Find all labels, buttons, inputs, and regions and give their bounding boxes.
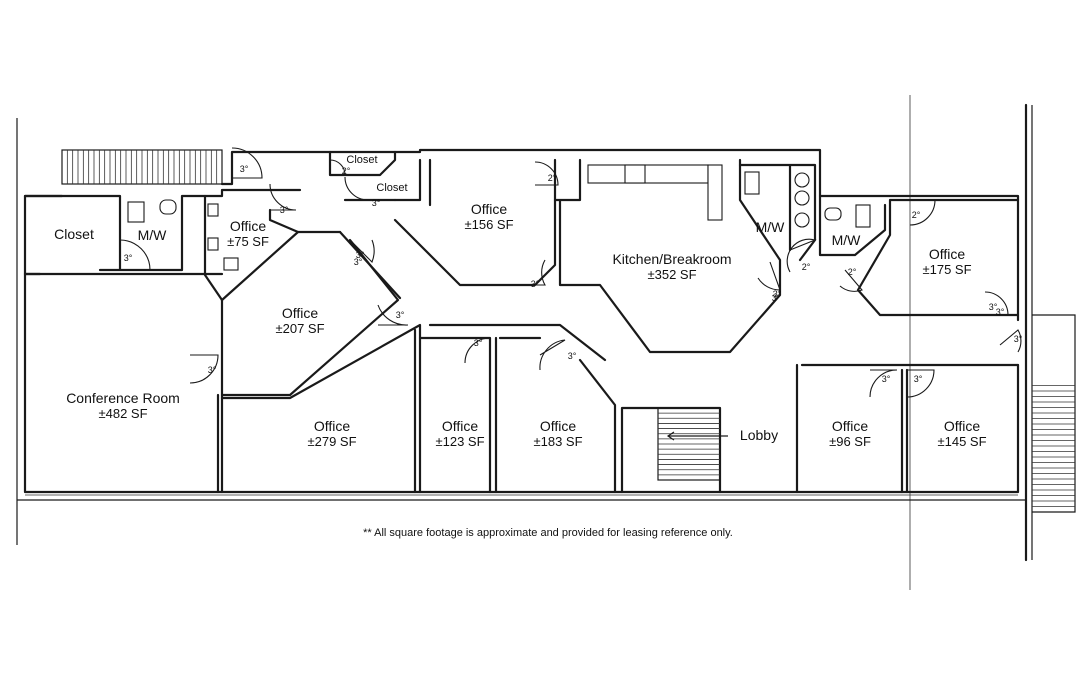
door-width-label: 2° (547, 173, 557, 183)
door-width-label: 3° (567, 351, 577, 361)
lobby-stair (620, 406, 728, 494)
sink-fixture (794, 190, 810, 206)
door-width-label: 3° (395, 310, 405, 320)
door-width-label: 2° (911, 210, 921, 220)
door-width-label: 3° (530, 279, 540, 289)
toilet-fixture (744, 171, 760, 195)
office-123-walls (418, 336, 498, 494)
toilet-fixture (855, 204, 871, 228)
desk-fixture (207, 237, 219, 251)
door-width-label: 3° (473, 338, 483, 348)
room-label-office-75: Office±75 SF (227, 218, 269, 249)
door-width-label: 3° (207, 365, 217, 375)
door-width-label: 2° (847, 267, 857, 277)
sink-fixture (794, 172, 810, 188)
office-96-145-walls (795, 363, 1020, 494)
office-75-walls (203, 188, 302, 302)
door-width-label: 2° (341, 166, 351, 176)
range-fixture (624, 164, 646, 184)
room-label-restroom-center: M/W (755, 219, 785, 235)
room-label-office-96: Office±96 SF (829, 418, 871, 449)
corridor-walls (338, 230, 607, 362)
door-width-label: 3° (988, 302, 998, 312)
conference-room-walls (23, 272, 224, 494)
toilet-fixture (127, 201, 145, 223)
door-width-label: 3° (771, 293, 781, 303)
door-width-label: 3° (772, 289, 782, 299)
room-label-closet-second: Closet (376, 182, 408, 194)
kitchen-counter (587, 164, 709, 184)
sink-fixture (794, 212, 810, 228)
office-207-walls (220, 230, 400, 397)
room-label-office-156: Office±156 SF (464, 201, 514, 232)
room-label-kitchen: Kitchen/Breakroom±352 SF (612, 251, 732, 282)
door-width-label: 3° (881, 374, 891, 384)
door-width-label: 3° (123, 253, 133, 263)
desk-fixture (207, 203, 219, 217)
exterior-stair-right (1032, 314, 1076, 513)
restroom-center-walls (738, 163, 817, 262)
desk-fixture (223, 257, 239, 271)
kitchen-counter-side (707, 164, 723, 221)
sink-fixture (824, 207, 842, 221)
door-width-label: 3° (371, 198, 381, 208)
office-279-walls (220, 323, 422, 494)
room-label-office-123: Office±123 SF (435, 418, 485, 449)
sink-fixture (159, 199, 177, 215)
door-width-label: 3° (279, 205, 289, 215)
restroom-right-walls (818, 194, 887, 257)
closet-left-walls (23, 194, 224, 302)
room-label-office-279: Office±279 SF (307, 418, 357, 449)
exterior-stair-top (61, 149, 223, 185)
room-label-office-145: Office±145 SF (937, 418, 987, 449)
door-swings (119, 147, 1022, 398)
room-label-lobby: Lobby (739, 427, 779, 443)
footnote: ** All square footage is approximate and… (363, 527, 733, 539)
door-width-label: 2° (801, 262, 811, 272)
room-label-office-175: Office±175 SF (922, 246, 972, 277)
room-label-closet: Closet (54, 226, 94, 242)
room-label-restroom-right: M/W (831, 232, 861, 248)
door-width-label: 3° (913, 374, 923, 384)
room-label-office-207: Office±207 SF (275, 305, 325, 336)
office-183-walls (498, 336, 617, 494)
door-width-label: 3° (995, 307, 1005, 317)
door-width-label: 3° (353, 257, 363, 267)
room-label-closet-top: Closet (346, 154, 378, 166)
door-width-label: 3° (1013, 334, 1023, 344)
door-width-label: 3° (239, 164, 249, 174)
door-width-label: 3° (355, 250, 365, 260)
room-label-restroom: M/W (137, 227, 167, 243)
room-label-conference: Conference Room±482 SF (66, 390, 180, 421)
kitchen-walls (553, 158, 782, 354)
room-label-office-183: Office±183 SF (533, 418, 583, 449)
